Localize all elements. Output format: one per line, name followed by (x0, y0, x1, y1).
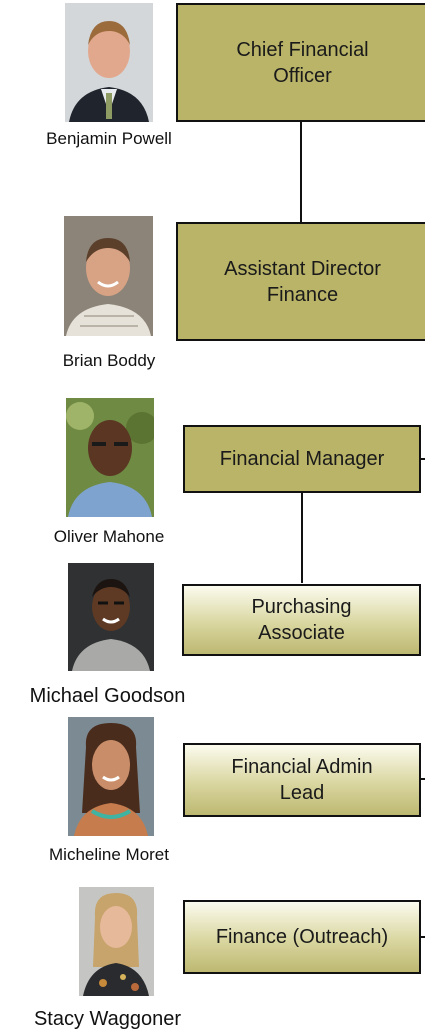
org-box-chief-financial-officer: Chief Financial Officer (176, 3, 425, 122)
org-box-title: Assistant Director Finance (224, 257, 381, 306)
org-box-financial-manager: Financial Manager (183, 425, 421, 493)
portrait-stacy-waggoner (79, 887, 154, 996)
person-name: Benjamin Powell (46, 129, 172, 148)
connector-line (301, 493, 303, 583)
person-name: Stacy Waggoner (33, 1008, 182, 1030)
org-box-financial-admin-lead: Financial Admin Lead (183, 743, 421, 817)
org-box-title: Chief Financial Officer (236, 38, 369, 87)
org-box-title: Financial Admin Lead (231, 756, 373, 804)
person-name: Oliver Mahone (53, 527, 165, 546)
portrait-photo-icon (79, 887, 154, 996)
person-name: Brian Boddy (62, 351, 156, 370)
connector-line (421, 778, 425, 780)
org-box-purchasing-associate: Purchasing Associate (182, 584, 421, 656)
org-box-assistant-director-finance: Assistant Director Finance (176, 222, 425, 341)
portrait-photo-icon (66, 398, 154, 517)
portrait-photo-icon (68, 717, 154, 836)
connector-line (421, 936, 425, 938)
org-box-finance-outreach: Finance (Outreach) (183, 900, 421, 974)
portrait-photo-icon (65, 3, 153, 122)
org-box-title: Purchasing Associate (251, 596, 352, 644)
portrait-photo-icon (64, 216, 153, 336)
portrait-photo-icon (68, 563, 154, 671)
person-name: Michael Goodson (29, 685, 186, 707)
portrait-brian-boddy (64, 216, 153, 336)
person-name: Micheline Moret (49, 845, 169, 864)
portrait-oliver-mahone (66, 398, 154, 517)
portrait-benjamin-powell (65, 3, 153, 122)
portrait-micheline-moret (68, 717, 154, 836)
portrait-michael-goodson (68, 563, 154, 671)
connector-line (300, 122, 302, 222)
connector-line (421, 458, 425, 460)
org-box-title: Finance (Outreach) (215, 926, 389, 948)
org-box-title: Financial Manager (219, 448, 385, 470)
